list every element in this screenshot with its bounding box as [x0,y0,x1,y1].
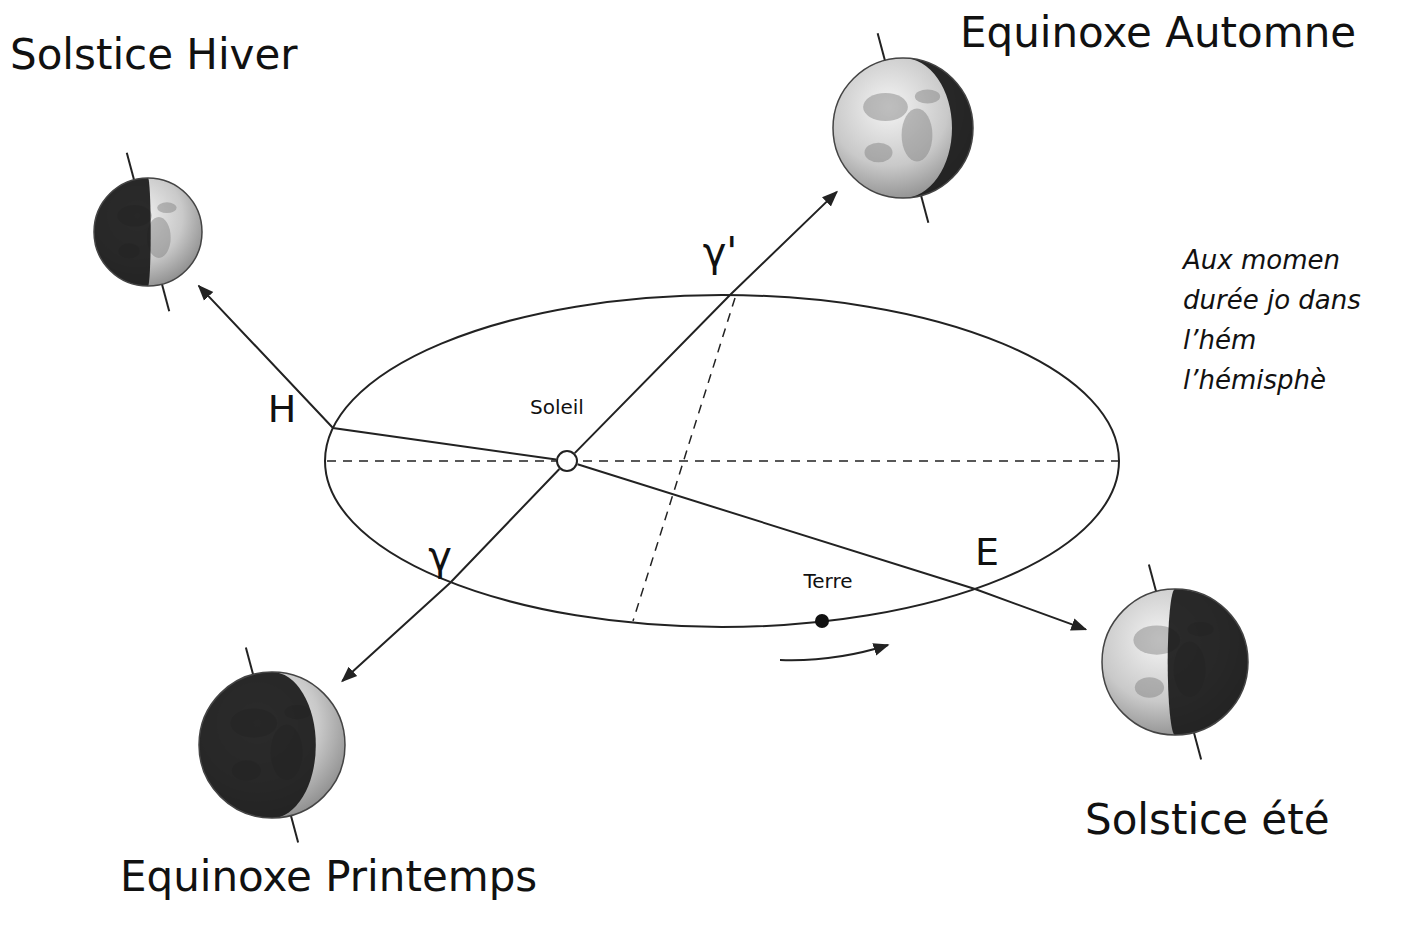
night-side [199,672,316,818]
sun-label: Soleil [530,396,584,419]
globe-drawing [94,153,202,311]
globe-disc [1102,589,1248,735]
land-mass [865,143,893,163]
globe-disc [94,178,202,286]
orbit-connector [575,192,837,453]
globe-shape [1102,589,1248,735]
sun-circle [557,451,577,471]
land-mass [1135,677,1164,697]
globe-drawing [833,33,973,222]
sun-shape [556,450,578,472]
solstice-point-label: E [975,531,999,575]
earth-dot [815,614,829,628]
motion-arrow [780,645,888,660]
night-side [94,178,151,286]
globe-outline [94,178,202,286]
night-side [903,58,973,198]
orbit-connector [342,469,559,681]
land-mass [157,202,176,213]
globe-shape [199,672,345,818]
globe-shape [94,178,202,286]
globe-disc [199,672,345,818]
globe-drawing [199,647,345,842]
season-caption: Solstice Hiver [10,31,298,79]
earth-globe: Solstice été [1102,589,1248,735]
season-caption: Equinoxe Printemps [120,853,537,901]
globe-outline [199,672,345,818]
earth-globe: Solstice Hiver [94,178,202,286]
note-text: Aux momen durée jo dans l’hém l’hémisphè [1183,240,1363,400]
equinox-point-label: γ [428,533,452,579]
perpendicular-axis [633,298,735,621]
globe-disc [833,58,973,198]
earth-globe: Equinoxe Printemps [199,672,345,818]
land-mass [863,93,908,121]
globe-drawing [1102,564,1248,759]
globe-outline [1102,589,1248,735]
earth-globe: Equinoxe Automne [833,58,973,198]
season-caption: Solstice été [1085,796,1329,844]
sun-marker: Soleil [556,450,578,472]
orbit-connector [577,464,1085,629]
land-mass [915,90,940,104]
orbit-connector [199,286,556,460]
equinox-point-label: γ' [703,229,738,275]
season-caption: Equinoxe Automne [960,9,1356,57]
land-mass [902,108,933,161]
globe-outline [833,58,973,198]
solstice-point-label: H [268,388,297,432]
globe-shape [833,58,973,198]
major-axis [327,460,1118,462]
earth-label: Terre [803,570,852,593]
orbit-ellipse [325,295,1119,627]
night-side [1168,589,1248,735]
